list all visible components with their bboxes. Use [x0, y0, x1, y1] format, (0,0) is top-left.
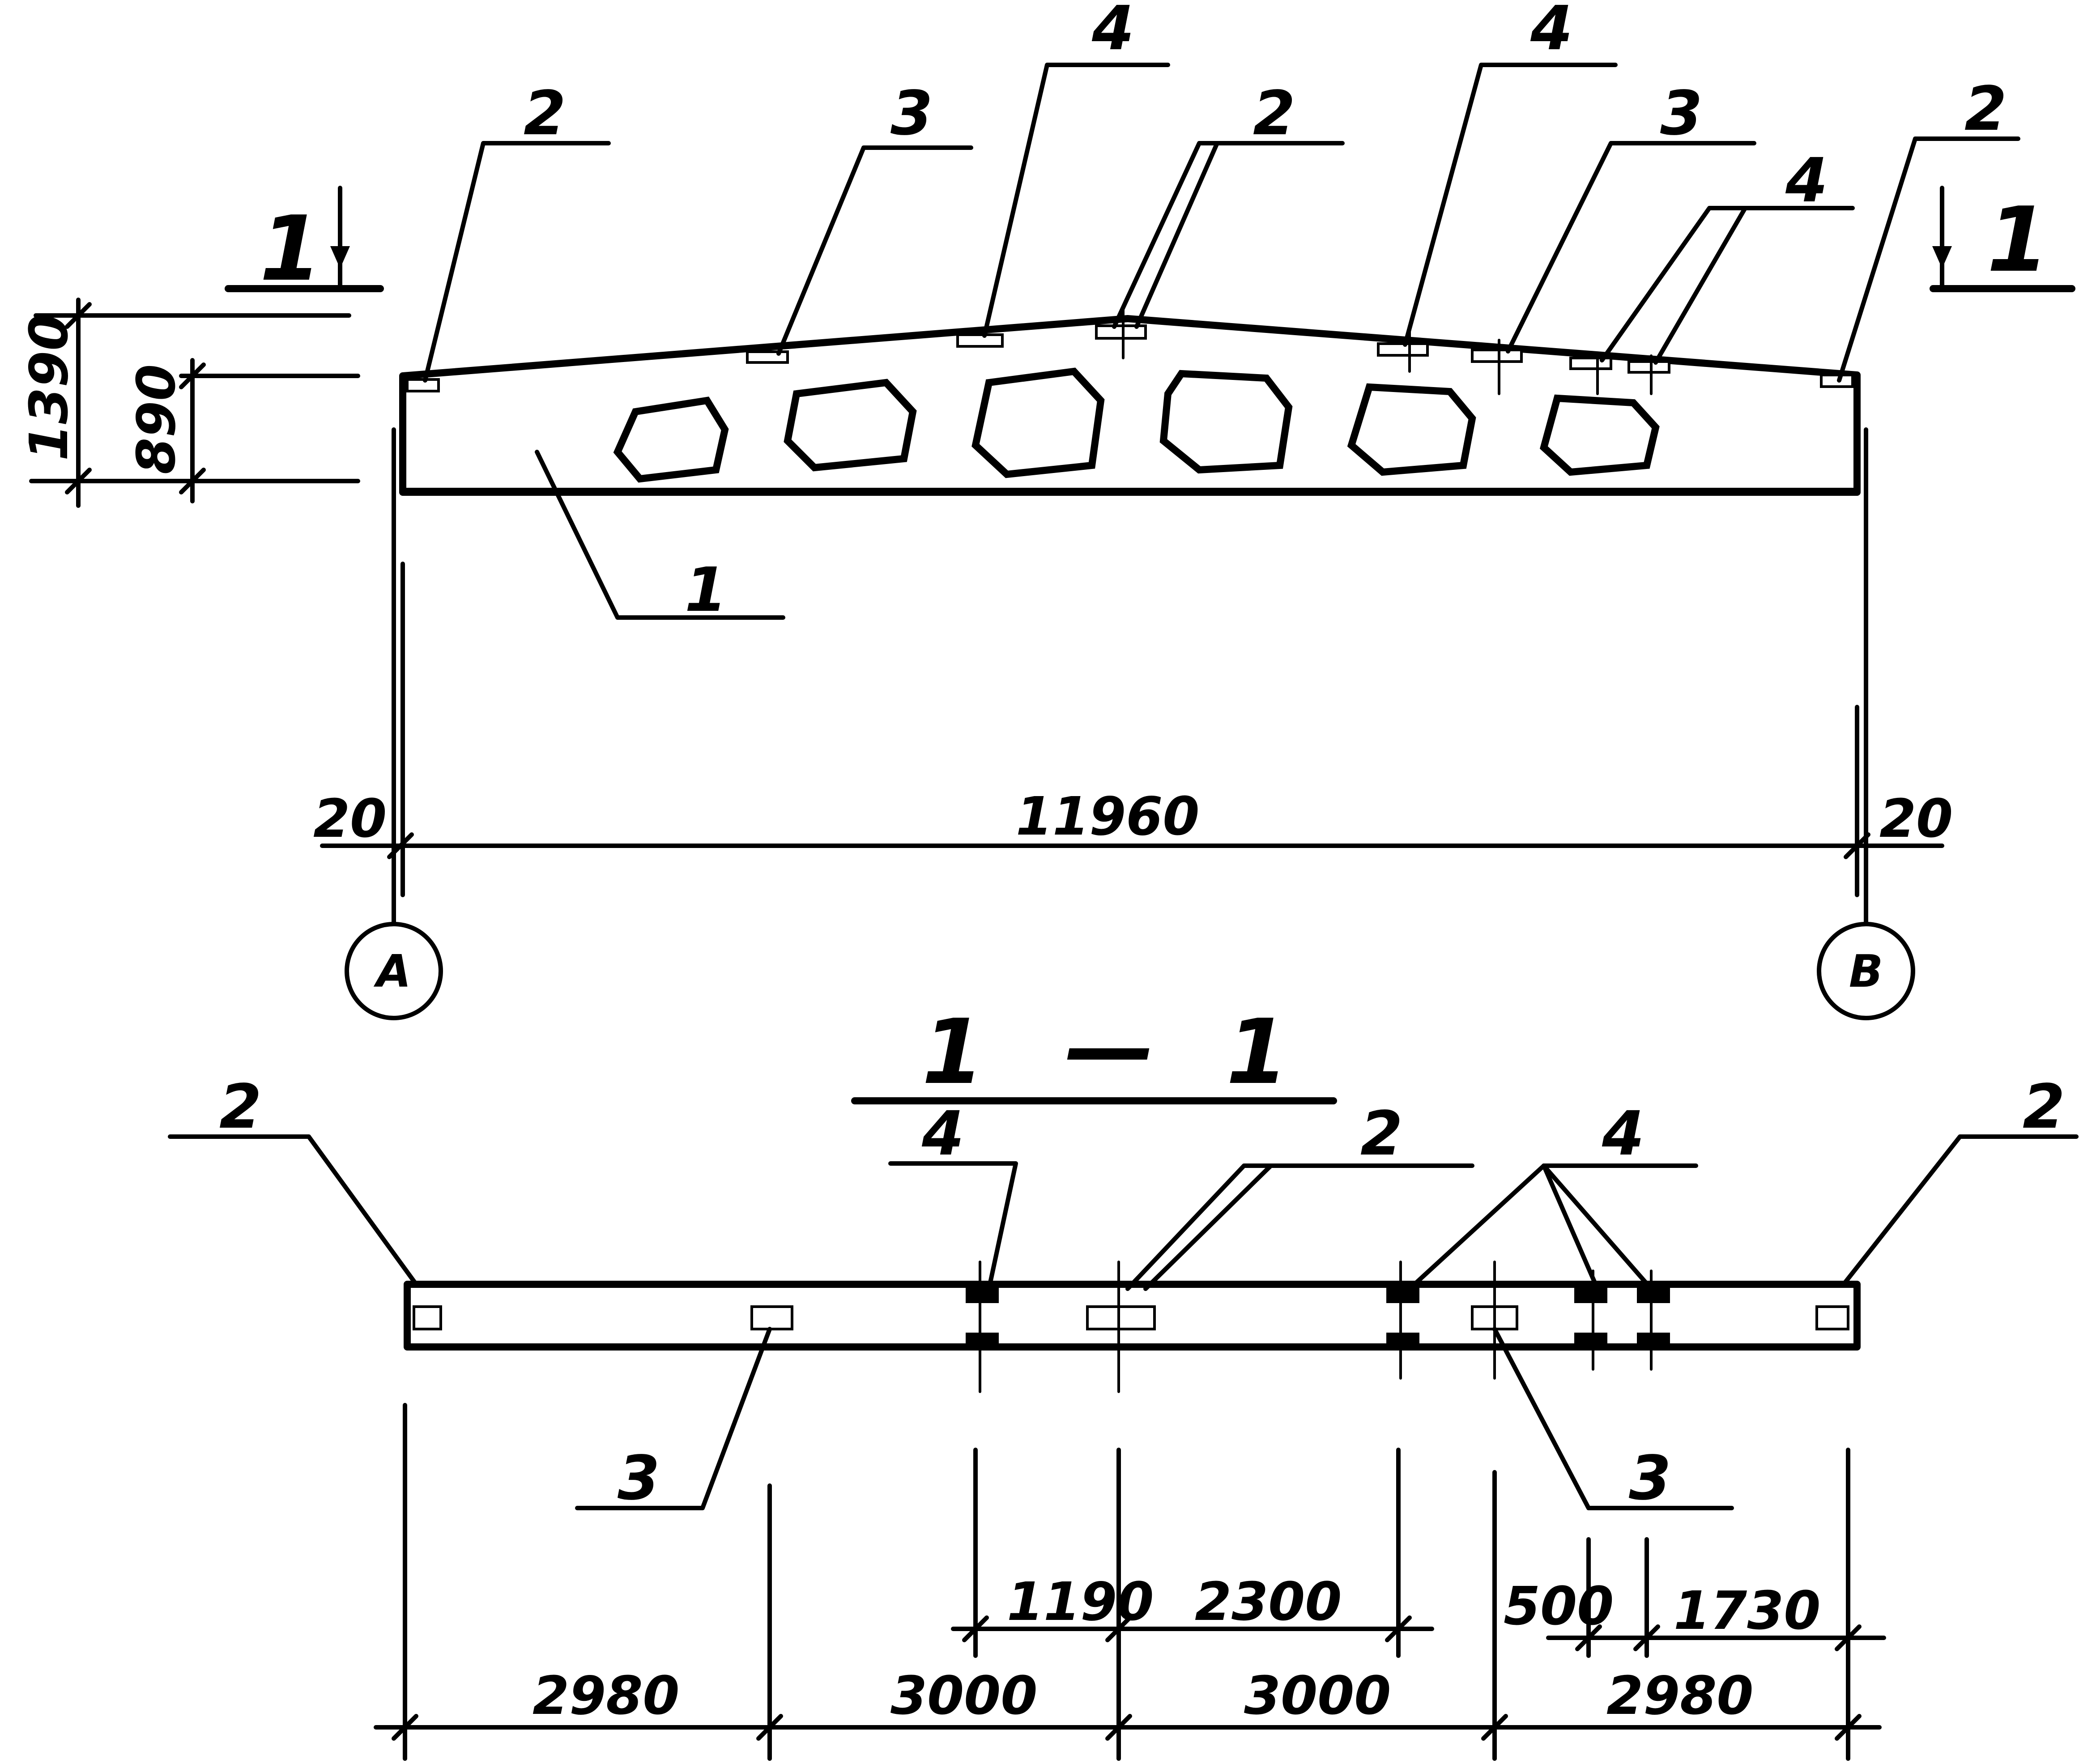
dim-1730: 1730: [1674, 1580, 1820, 1641]
web-opening: [613, 396, 729, 483]
svg-text:1: 1: [1226, 1000, 1288, 1104]
plate-4: [1627, 360, 1670, 374]
pos-label-2: 2: [524, 78, 566, 149]
plate-2-right: [1815, 1305, 1849, 1330]
dim-offset-right: 20: [1879, 788, 1953, 849]
dim-1190: 1190: [1007, 1571, 1154, 1632]
plate-4: [1637, 1333, 1670, 1348]
dim-2980-right: 2980: [1606, 1665, 1753, 1726]
pos-label-3: 3: [618, 1443, 660, 1514]
pos-label-3: 3: [890, 78, 933, 149]
pos-label-4: 4: [921, 1099, 964, 1169]
pos-label-4: 4: [1530, 0, 1573, 64]
leader-3-right: [1492, 1327, 1734, 1510]
dim-offset-left: 20: [313, 788, 387, 849]
plate-4: [1637, 1288, 1670, 1303]
dim-total-height: 1390: [18, 314, 80, 461]
axis-marker-b: В: [1817, 922, 1915, 1020]
beam-elevation: 1 2 3 4 2 4 3 4 2 1 1: [18, 0, 2075, 1020]
plate-3: [746, 350, 789, 364]
svg-text:1: 1: [922, 1000, 984, 1104]
axis-marker-a: А: [345, 922, 443, 1020]
plan-dims-upper: 1190 2300 500 1730: [951, 1571, 1886, 1651]
plate-4: [966, 1288, 999, 1303]
svg-text:—: —: [1065, 996, 1155, 1100]
leader-3-right: [1506, 141, 1756, 354]
web-opening: [1539, 394, 1660, 476]
dim-span: 11960: [1016, 785, 1200, 847]
web-opening: [971, 367, 1105, 478]
plate-4: [966, 1333, 999, 1348]
plate-4: [1574, 1333, 1607, 1348]
dim-3000-right: 3000: [1244, 1665, 1391, 1726]
section-mark-left: 1: [225, 186, 384, 301]
svg-text:1: 1: [1987, 188, 2049, 292]
height-dimensions: 1390 890: [18, 298, 360, 508]
leader-2-right: [1837, 136, 2020, 383]
svg-text:1: 1: [260, 197, 322, 301]
pos-label-3: 3: [1629, 1443, 1671, 1514]
plate-4: [1574, 1288, 1607, 1303]
leader-2-center: [1125, 1163, 1474, 1291]
leader-3-left: [776, 145, 973, 356]
plate-2-left: [413, 1305, 442, 1330]
span-dimension: 11960 20 20: [313, 427, 1953, 924]
plate-4: [1386, 1288, 1419, 1303]
pos-label-2: 2: [2023, 1072, 2065, 1142]
dim-support-height: 890: [125, 364, 187, 474]
plate-2-center: [1086, 1305, 1156, 1330]
plate-4: [956, 333, 1004, 348]
svg-text:А: А: [373, 945, 411, 997]
plate-3: [750, 1305, 793, 1330]
pos-label-4: 4: [1091, 0, 1134, 64]
section-1-1: 1 — 1: [168, 996, 2079, 1761]
leader-2-center: [1112, 141, 1345, 329]
leader-2-left: [423, 141, 611, 383]
pos-label-2: 2: [1253, 78, 1295, 149]
plate-2-right: [1820, 374, 1854, 388]
plate-2-left: [406, 378, 440, 392]
dim-2300: 2300: [1195, 1571, 1342, 1632]
pos-label-2: 2: [1964, 74, 2007, 145]
leader-4-center: [1403, 63, 1618, 347]
pos-label-3: 3: [1660, 78, 1703, 149]
pos-label-4: 4: [1785, 145, 1828, 216]
dim-500: 500: [1504, 1575, 1614, 1637]
leader-2-left: [168, 1134, 418, 1287]
leader-4-left: [888, 1161, 1018, 1291]
leader-1: [535, 450, 785, 620]
leader-2-right: [1841, 1134, 2079, 1287]
section-title: 1 — 1: [851, 996, 1337, 1104]
beam-outline: [399, 315, 1861, 495]
leader-4-right: [1600, 206, 1855, 362]
plan-dims-lower: 2980 3000 3000 2980: [374, 1665, 1882, 1741]
svg-text:В: В: [1849, 945, 1883, 997]
plate-3: [1471, 349, 1523, 363]
leader-4-left: [982, 63, 1170, 338]
web-opening: [784, 379, 917, 472]
web-opening: [1347, 383, 1476, 476]
web-opening: [1159, 370, 1293, 474]
pos-label-4: 4: [1602, 1099, 1644, 1169]
dim-3000-left: 3000: [890, 1665, 1037, 1726]
section-mark-right: 1: [1930, 186, 2075, 292]
pos-label-2: 2: [219, 1072, 262, 1142]
leader-3-left: [575, 1327, 772, 1510]
plate-4: [1377, 342, 1429, 357]
plate-4: [1386, 1333, 1419, 1348]
pos-label-2: 2: [1360, 1099, 1403, 1169]
pos-label-1: 1: [685, 555, 727, 626]
dim-2980-left: 2980: [533, 1665, 679, 1726]
